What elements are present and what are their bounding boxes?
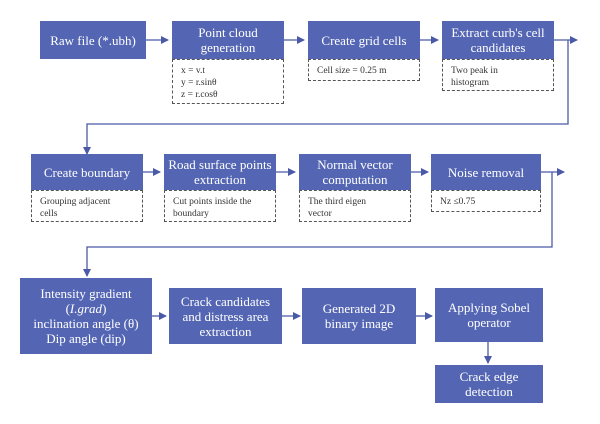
features-box: Intensity gradient (I.grad) inclination … (20, 278, 152, 354)
crack-edge-box: Crack edge detection (435, 365, 543, 403)
grid-cells-note: Cell size = 0.25 m (308, 59, 420, 81)
curb-candidates-box: Extract curb's cell candidates (442, 21, 554, 59)
boundary-note: Grouping adjacent cells (31, 190, 143, 222)
crack-candidates-box: Crack candidates and distress area extra… (169, 288, 282, 344)
noise-removal-box: Noise removal (431, 154, 541, 190)
road-surface-note: Cut points inside the boundary (164, 190, 276, 222)
curb-note: Two peak in histogram (442, 59, 554, 91)
point-cloud-note: x = v.t y = r.sinθ z = r.cosθ (172, 59, 284, 104)
arrow-row2-to-row3 (83, 172, 553, 277)
create-boundary-box: Create boundary (31, 154, 143, 190)
sobel-operator-box: Applying Sobel operator (435, 288, 543, 342)
road-surface-box: Road surface points extraction (164, 154, 276, 190)
raw-file-box: Raw file (*.ubh) (40, 21, 146, 59)
binary-image-box: Generated 2D binary image (302, 288, 416, 344)
arrow-row1-to-row2 (83, 40, 569, 155)
grid-cells-box: Create grid cells (308, 21, 420, 59)
normal-vector-box: Normal vector computation (299, 154, 411, 190)
point-cloud-box: Point cloud generation (172, 21, 284, 59)
noise-note: Nz ≤0.75 (431, 190, 541, 212)
normal-vector-note: The third eigen vector (299, 190, 411, 222)
